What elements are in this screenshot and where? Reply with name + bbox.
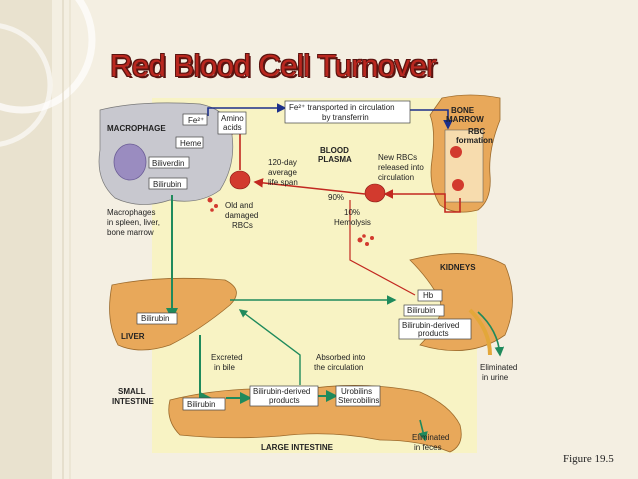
- transferrin-box: [284, 100, 411, 124]
- rbc-formation-label-2: formation: [456, 136, 493, 145]
- old-rbc-label-2: damaged: [225, 211, 258, 220]
- macrophage-bilirubin-label: Bilirubin: [153, 180, 181, 189]
- bone-marrow-label-2: MARROW: [446, 115, 484, 124]
- rbc-formation-box: [444, 129, 484, 203]
- old-rbc-label-1: Old and: [225, 201, 253, 210]
- figure-caption: Figure 19.5: [563, 453, 614, 465]
- new-rbc-cell: [364, 183, 386, 203]
- slide-title: Red Blood Cell Turnover: [110, 48, 437, 83]
- kidney-products-label-1: Bilirubin-derived: [402, 321, 459, 330]
- macrophage-bilirubin-box: [148, 177, 188, 190]
- urine-label-2: in urine: [482, 373, 509, 382]
- hemolysis-hb-line: [349, 200, 416, 296]
- intestine-bilirubin-label: Bilirubin: [187, 400, 215, 409]
- intestine-products-label-1: Bilirubin-derived: [253, 387, 310, 396]
- transferrin-label-2: by transferrin: [322, 113, 369, 122]
- bile-label-2: in bile: [214, 363, 235, 372]
- lifespan-label-3: life span: [268, 178, 298, 187]
- old-rbc-cell: [229, 170, 251, 190]
- urine-label-1: Eliminated: [480, 363, 517, 372]
- amino-label-1: Amino: [221, 114, 244, 123]
- urine-elimination-arrow: [477, 311, 505, 357]
- stercobilins-label: Stercobilins: [338, 396, 379, 405]
- fe-label: Fe²⁺: [188, 116, 204, 125]
- macrophage-location-1: Macrophages: [107, 208, 155, 217]
- liver-label: LIVER: [121, 332, 145, 341]
- intestine-products-label-2: products: [269, 396, 300, 405]
- rbc-formation-label-1: RBC: [468, 127, 486, 136]
- blood-plasma-label-2: PLASMA: [318, 155, 352, 164]
- feces-elimination-arrow: [418, 419, 428, 442]
- large-intestine-label: LARGE INTESTINE: [261, 443, 334, 452]
- lifespan-label-1: 120-day: [268, 158, 297, 167]
- feces-label-1: Eliminated: [412, 433, 449, 442]
- hemolysis-fragments: [207, 197, 374, 246]
- small-intestine-label-1: SMALL: [118, 387, 146, 396]
- macrophage-location-2: in spleen, liver,: [107, 218, 160, 227]
- amino-acids-box: [217, 111, 247, 135]
- small-intestine-label-2: INTESTINE: [112, 397, 154, 406]
- marrow-rbc-1: [450, 146, 462, 158]
- new-rbc-label-1: New RBCs: [378, 153, 417, 162]
- macrophage-nucleus: [113, 143, 147, 181]
- absorbed-label-1: Absorbed into: [316, 353, 366, 362]
- fe-transport-arrow: [207, 103, 287, 116]
- absorbed-to-liver-arrow: [238, 309, 301, 385]
- urobilins-label: Urobilins: [341, 387, 372, 396]
- urobilins-box: [335, 385, 381, 407]
- ninety-percent-label: 90%: [328, 193, 344, 202]
- liver-bilirubin-label: Bilirubin: [141, 314, 169, 323]
- bile-label-1: Excreted: [211, 353, 243, 362]
- lifespan-label-2: average: [268, 168, 297, 177]
- intestine-bilirubin-box: [182, 397, 226, 411]
- intestine-products-box: [249, 385, 319, 407]
- macrophage-label: MACROPHAGE: [107, 124, 166, 133]
- kidney-bilirubin-box: [403, 304, 445, 317]
- transferrin-label-1: Fe²⁺ transported in circulation: [289, 103, 395, 112]
- new-rbc-label-3: circulation: [378, 173, 414, 182]
- old-rbc-label-3: RBCs: [232, 221, 253, 230]
- kidneys-label: KIDNEYS: [440, 263, 476, 272]
- bone-marrow-label-1: BONE: [451, 106, 475, 115]
- biliverdin-box: [148, 156, 190, 169]
- urine-flow-yellow: [468, 308, 492, 356]
- blood-plasma-label-1: BLOOD: [320, 146, 349, 155]
- biliverdin-label: Biliverdin: [152, 159, 184, 168]
- absorbed-label-2: the circulation: [314, 363, 363, 372]
- ten-percent-label: 10%: [344, 208, 360, 217]
- kidney-hb-label: Hb: [423, 291, 434, 300]
- hemolysis-label: Hemolysis: [334, 218, 371, 227]
- heme-box: [175, 136, 204, 149]
- amino-label-2: acids: [223, 123, 242, 132]
- transferrin-to-marrow-arrow: [410, 109, 453, 130]
- liver-bilirubin-box: [136, 312, 178, 325]
- new-rbc-label-2: released into: [378, 163, 424, 172]
- circulation-arrow: [253, 178, 366, 195]
- macrophage-location-3: bone marrow: [107, 228, 154, 237]
- marrow-rbc-2: [452, 179, 464, 191]
- kidney-bilirubin-label: Bilirubin: [407, 306, 435, 315]
- fe-box: [182, 113, 208, 126]
- kidney-hb-box: [417, 289, 443, 302]
- new-rbc-release-arrow: [383, 189, 461, 213]
- feces-label-2: in feces: [414, 443, 442, 452]
- kidney-products-box: [398, 318, 472, 340]
- kidney-products-label-2: products: [418, 329, 449, 338]
- heme-label: Heme: [180, 139, 202, 148]
